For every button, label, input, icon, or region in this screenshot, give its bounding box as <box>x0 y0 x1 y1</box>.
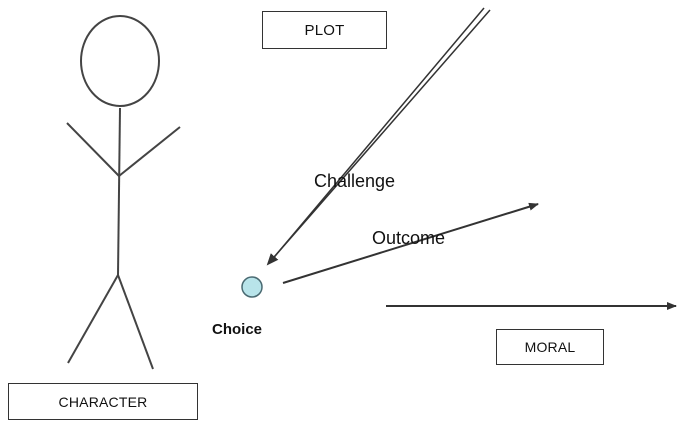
stick-figure-right-leg <box>117 274 154 370</box>
stick-figure-head <box>80 15 160 107</box>
stick-figure-body <box>117 107 121 276</box>
stick-figure-right-arm <box>118 126 181 177</box>
character-box: CHARACTER <box>8 383 198 420</box>
outcome-label: Outcome <box>372 228 446 248</box>
challenge-label: Challenge <box>314 171 396 191</box>
stick-figure <box>66 15 181 370</box>
choice-node <box>241 276 263 298</box>
moral-box: MORAL <box>496 329 604 365</box>
stick-figure-left-leg <box>67 274 119 364</box>
choice-label: Choice <box>212 321 263 338</box>
outcome-arrow <box>282 202 539 284</box>
stick-figure-left-arm <box>66 122 120 177</box>
plot-box: PLOT <box>262 11 387 49</box>
challenge-arrow <box>266 7 491 266</box>
